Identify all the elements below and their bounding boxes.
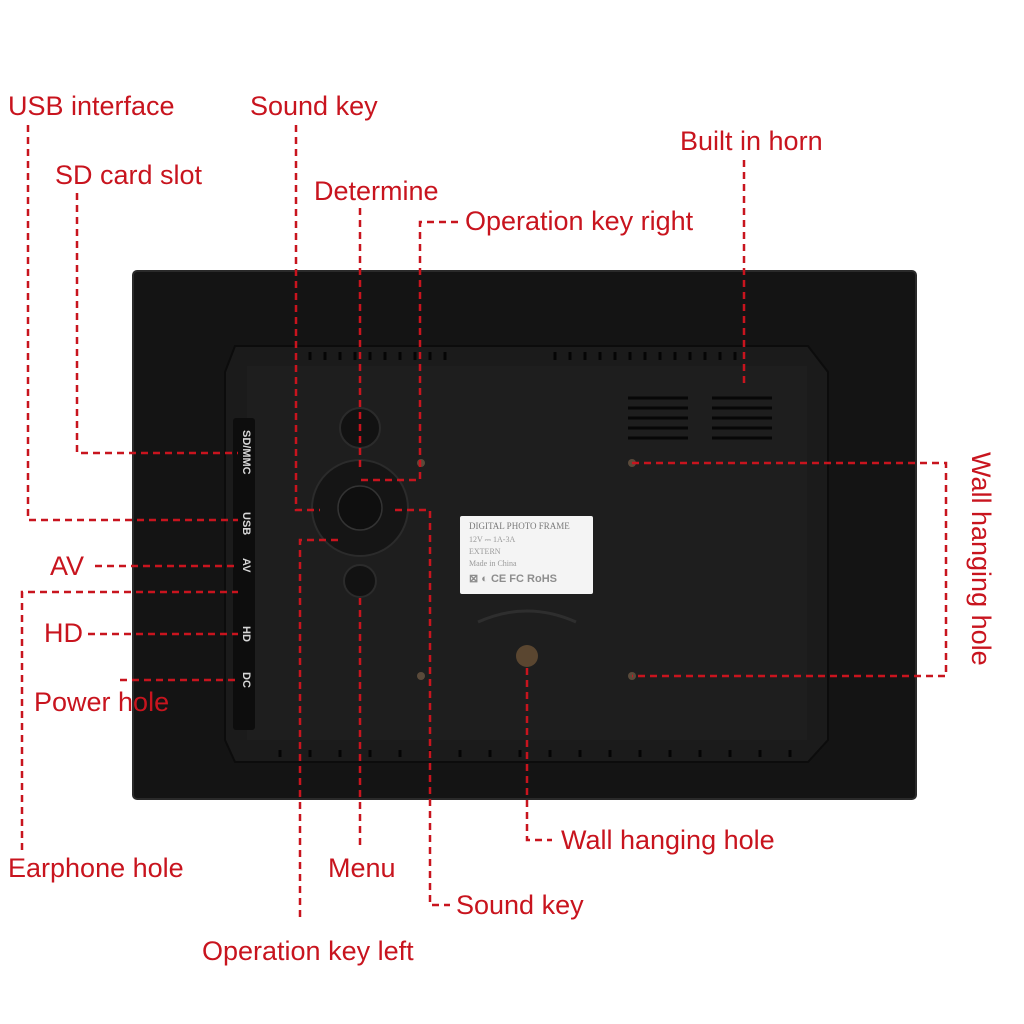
wall-hook-hole: [516, 645, 538, 667]
port-strip: [233, 418, 255, 730]
speaker-grille-left: [628, 396, 688, 440]
label-menu: Menu: [328, 853, 396, 883]
label-av: AV: [50, 551, 85, 581]
label-wall-hanging-hole-bottom: Wall hanging hole: [561, 825, 775, 855]
port-label-av: AV: [240, 558, 252, 573]
label-operation-key-right: Operation key right: [465, 206, 694, 236]
label-earphone-hole: Earphone hole: [8, 853, 184, 883]
label-sd-card-slot: SD card slot: [55, 160, 203, 190]
sticker-certification-marks: ⊠ ◐ CE FC RoHS: [469, 573, 557, 585]
label-power-hole: Power hole: [34, 687, 170, 717]
label-wall-hanging-hole-side: Wall hanging hole: [966, 452, 996, 666]
sticker-rating: 12V ⎓ 1A-3A: [469, 535, 516, 544]
label-hd: HD: [44, 618, 83, 648]
label-usb-interface: USB interface: [8, 91, 175, 121]
label-determine: Determine: [314, 176, 439, 206]
port-label-usb: USB: [240, 512, 252, 536]
product-sticker: DIGITAL PHOTO FRAME 12V ⎓ 1A-3A EXTERN M…: [460, 516, 593, 594]
speaker-grille-right: [712, 396, 772, 440]
leader-lines: [20, 125, 948, 920]
port-label-dc: DC: [240, 672, 252, 688]
sticker-title: DIGITAL PHOTO FRAME: [469, 521, 570, 531]
label-sound-key-bottom: Sound key: [456, 890, 584, 920]
sticker-origin: Made in China: [469, 559, 517, 568]
label-built-in-horn: Built in horn: [680, 126, 823, 156]
label-sound-key-top: Sound key: [250, 91, 378, 121]
screw-bottom-left: [417, 672, 425, 680]
top-vents: [308, 352, 737, 360]
port-label-sd-mmc: SD/MMC: [240, 430, 252, 475]
sticker-extern: EXTERN: [469, 547, 501, 556]
label-operation-key-left: Operation key left: [202, 936, 414, 966]
stand-arc: [477, 609, 577, 624]
port-label-hd: HD: [240, 626, 252, 642]
bottom-vents: [278, 750, 792, 757]
dpad-center: [337, 485, 383, 531]
menu-button: [343, 564, 377, 598]
